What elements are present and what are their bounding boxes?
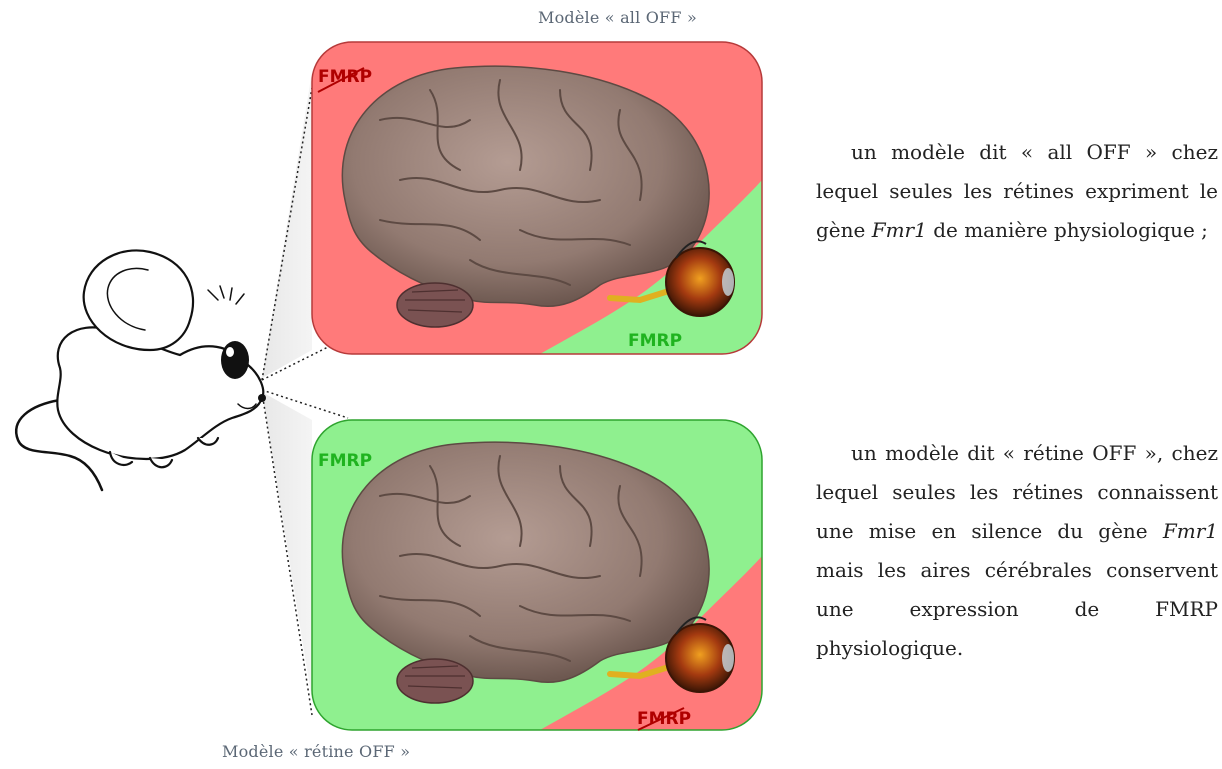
bottom-panel: FMRP FMRP (312, 420, 762, 730)
para-top-end: de manière physiologique ; (927, 218, 1208, 242)
gene-name: Fmr1 (1163, 519, 1218, 543)
description-all-off: un modèle dit « all OFF » chez lequel se… (816, 133, 1218, 250)
para-bottom-end: mais les aires cérébrales conservent une… (816, 558, 1218, 660)
brain-fmrp-label: FMRP (318, 451, 372, 471)
para-bottom-start: un modèle dit « rétine OFF », chez leque… (816, 441, 1218, 543)
zoom-cone-top (262, 72, 312, 378)
top-panel: FMRP FMRP (312, 42, 762, 354)
description-retine-off: un modèle dit « rétine OFF », chez leque… (816, 434, 1218, 668)
eye-icon (666, 248, 734, 316)
gene-name: Fmr1 (872, 218, 927, 242)
eye-icon (666, 624, 734, 692)
mouse-icon (16, 250, 266, 490)
retina-fmrp-label: FMRP (628, 331, 682, 351)
